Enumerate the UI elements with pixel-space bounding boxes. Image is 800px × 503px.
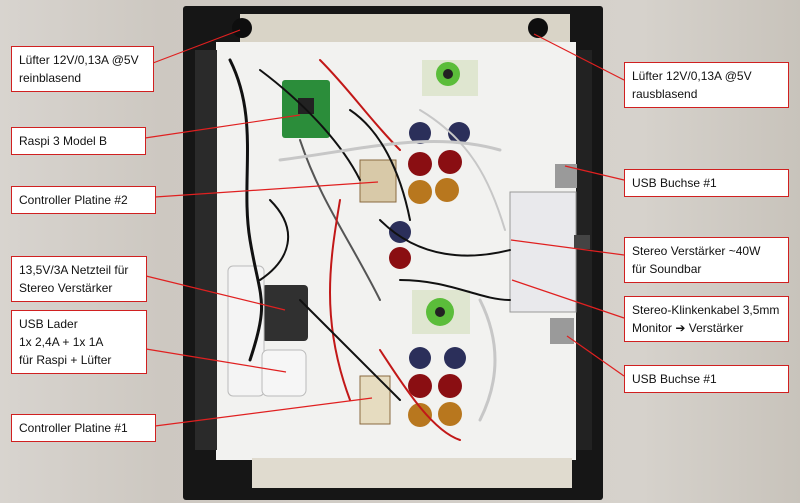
cable-bundle xyxy=(228,58,511,441)
joystick-bottom xyxy=(412,290,470,334)
bottom-lip xyxy=(252,458,572,488)
label-amplifier: Stereo Verstärker ~40W für Soundbar xyxy=(624,237,789,283)
usb-jack-top-device xyxy=(555,164,577,188)
label-controller-2: Controller Platine #2 xyxy=(11,186,156,214)
label-controller-1: Controller Platine #1 xyxy=(11,414,156,442)
left-shadow xyxy=(195,50,217,450)
usb-jack-bottom-device xyxy=(550,318,574,344)
label-fan-out: Lüfter 12V/0,13A @5V rausblasend xyxy=(624,62,789,108)
usb-charger-device xyxy=(261,349,307,397)
joystick-top xyxy=(422,60,478,96)
label-audio-cable: Stereo-Klinkenkabel 3,5mm Monitor ➔ Vers… xyxy=(624,296,789,342)
arcade-buttons-bottom xyxy=(408,347,466,427)
label-raspi: Raspi 3 Model B xyxy=(11,127,146,155)
label-usb-charger: USB Lader 1x 2,4A + 1x 1A für Raspi + Lü… xyxy=(11,310,147,374)
leader-lines xyxy=(144,29,625,427)
amplifier-box xyxy=(509,191,577,313)
raspi-chip xyxy=(298,98,314,114)
label-usb-jack-top: USB Buchse #1 xyxy=(624,169,789,197)
amplifier-knob xyxy=(574,235,590,249)
fan-right-device xyxy=(528,18,548,38)
label-power-supply: 13,5V/3A Netzteil für Stereo Verstärker xyxy=(11,256,147,302)
controller-board-1 xyxy=(359,375,391,425)
label-usb-jack-bottom: USB Buchse #1 xyxy=(624,365,789,393)
power-supply xyxy=(262,285,308,341)
label-fan-in: Lüfter 12V/0,13A @5V reinblasend xyxy=(11,46,154,92)
top-lip xyxy=(240,14,570,42)
controller-board-2 xyxy=(359,159,397,203)
arcade-buttons-top xyxy=(389,122,470,269)
fan-left-device xyxy=(232,18,252,38)
